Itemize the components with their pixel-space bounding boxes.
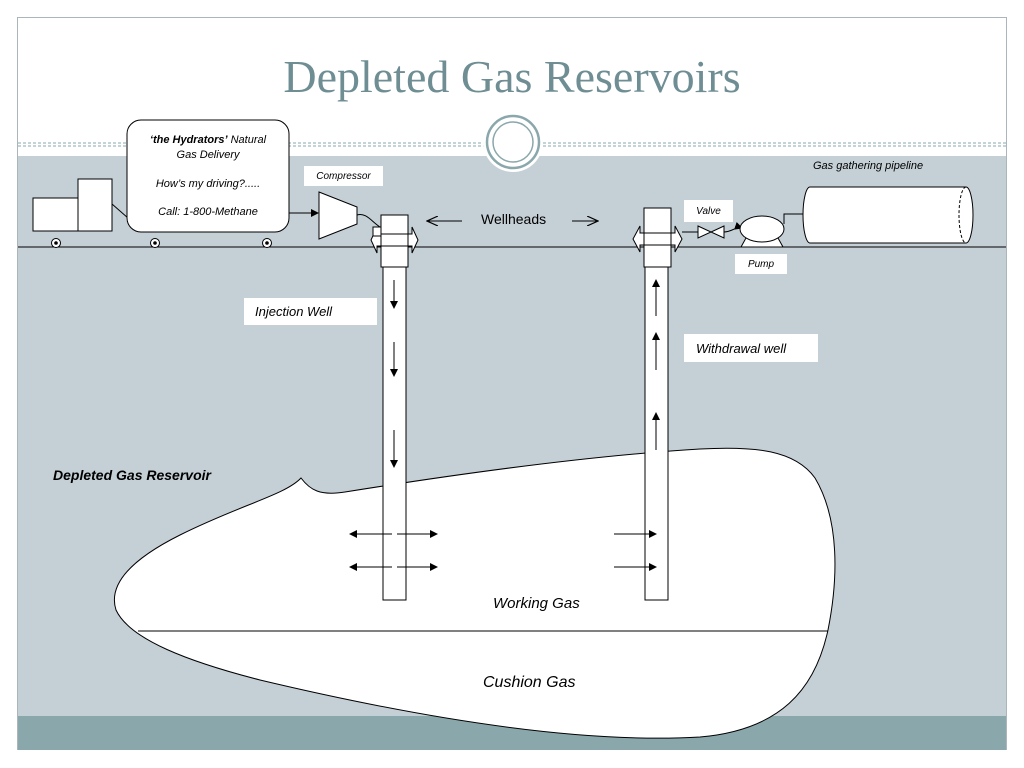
withdrawal-well-label: Withdrawal well bbox=[684, 334, 818, 362]
valve-label-text: Valve bbox=[696, 205, 721, 217]
pump-label-text: Pump bbox=[747, 258, 775, 270]
reservoir-shape bbox=[114, 447, 836, 739]
pipeline-label: Gas gathering pipeline bbox=[813, 160, 924, 172]
withdrawal-well-label-text: Withdrawal well bbox=[696, 340, 787, 356]
compressor-icon bbox=[318, 191, 381, 240]
injection-wellhead bbox=[370, 214, 419, 268]
compressor-label: Compressor bbox=[304, 166, 383, 186]
injection-well-label: Injection Well bbox=[244, 298, 377, 325]
truck-icon bbox=[32, 178, 272, 248]
pump-label: Pump bbox=[735, 254, 787, 274]
circle-ornament-icon bbox=[483, 112, 543, 172]
reservoir-label: Depleted Gas Reservoir bbox=[53, 467, 211, 483]
working-gas-label: Working Gas bbox=[493, 595, 580, 612]
truck-sign-box bbox=[126, 119, 290, 233]
truck-sign-brand-rest: Natural bbox=[227, 134, 267, 146]
compressor-label-text: Compressor bbox=[316, 170, 371, 182]
pipeline-icon bbox=[802, 186, 974, 244]
valve-icon bbox=[697, 225, 725, 239]
pump-icon bbox=[739, 213, 803, 248]
slide-title: Depleted Gas Reservoirs bbox=[283, 51, 741, 102]
injection-well-label-text: Injection Well bbox=[255, 304, 333, 319]
truck-sign-line4: Call: 1-800-Methane bbox=[158, 206, 258, 218]
truck-sign-line2: Gas Delivery bbox=[176, 149, 240, 161]
cushion-gas-label: Cushion Gas bbox=[483, 674, 576, 691]
truck-sign-brand: ‘the Hydrators’ bbox=[149, 134, 228, 146]
injection-flow-arrows bbox=[349, 280, 438, 571]
truck-sign-line3: How’s my driving?..... bbox=[155, 178, 261, 190]
truck-sign-line1: ‘the Hydrators’ Natural bbox=[127, 134, 289, 146]
withdrawal-flow-arrows bbox=[614, 279, 660, 571]
wellheads-label: Wellheads bbox=[481, 211, 547, 227]
withdrawal-wellhead bbox=[632, 207, 683, 268]
valve-label: Valve bbox=[684, 200, 733, 222]
